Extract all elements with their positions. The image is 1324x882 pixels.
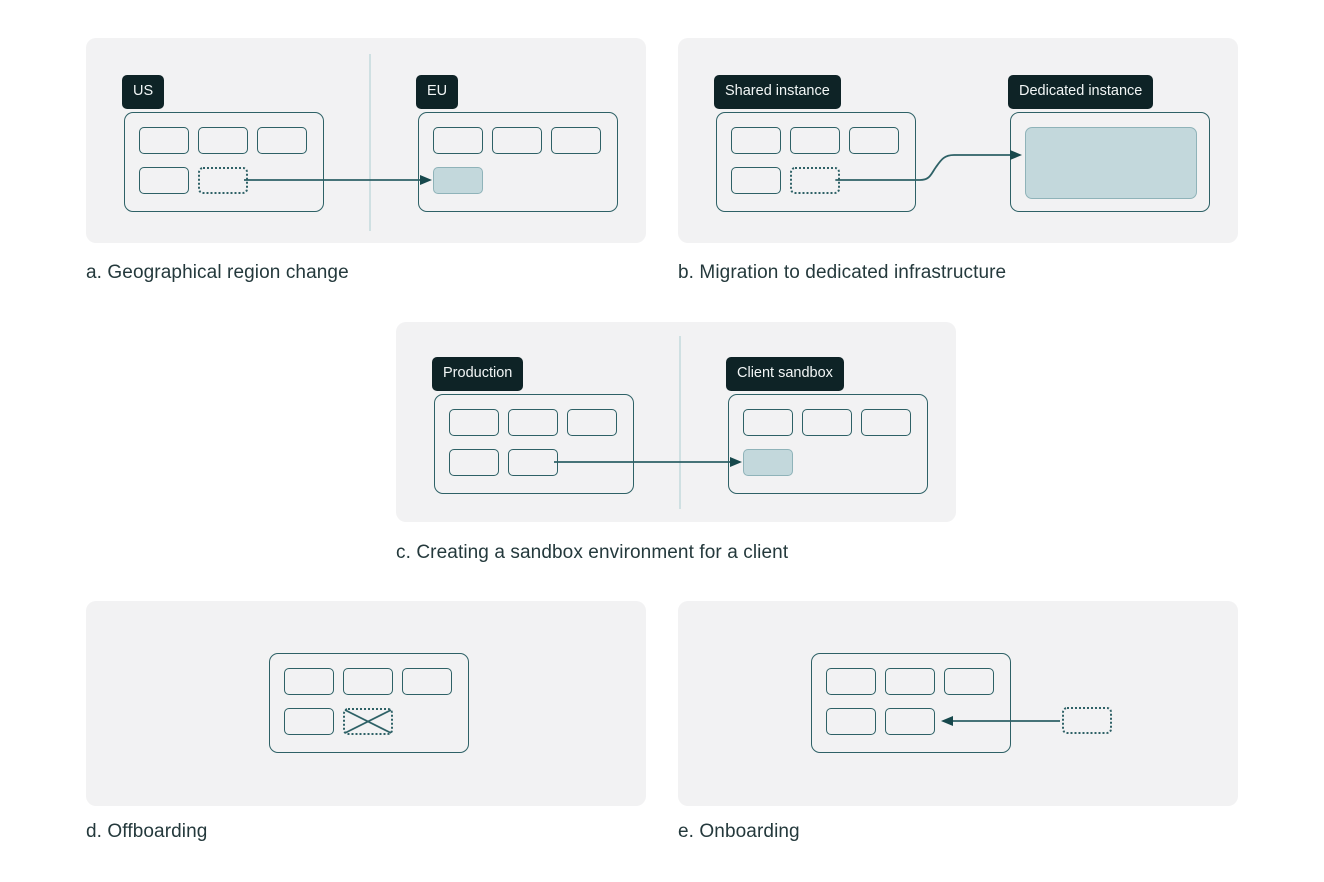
unit-b-l-3	[849, 127, 899, 154]
unit-e-2	[885, 668, 935, 695]
badge-shared-instance: Shared instance	[714, 75, 841, 109]
unit-c-r-2	[802, 409, 852, 436]
unit-b-l-2	[790, 127, 840, 154]
badge-production: Production	[432, 357, 524, 391]
unit-a-r-3	[551, 127, 601, 154]
unit-a-r-1	[433, 127, 483, 154]
badge-eu: EU	[416, 75, 459, 109]
caption-c: c. Creating a sandbox environment for a …	[396, 542, 789, 563]
panel-a: US EU	[86, 38, 646, 243]
panel-e	[678, 601, 1238, 806]
caption-e: e. Onboarding	[678, 821, 800, 842]
group-offboarding	[269, 653, 469, 753]
badge-client-sandbox: Client sandbox	[726, 357, 844, 391]
unit-d-4	[284, 708, 334, 735]
badge-us: US	[122, 75, 165, 109]
caption-a: a. Geographical region change	[86, 262, 349, 283]
group-eu	[418, 112, 618, 212]
unit-c-r-1	[743, 409, 793, 436]
unit-a-l-5-pending	[198, 167, 248, 194]
unit-a-l-1	[139, 127, 189, 154]
unit-d-5-removed	[343, 708, 393, 735]
panel-d	[86, 601, 646, 806]
unit-d-2	[343, 668, 393, 695]
group-shared-instance	[716, 112, 916, 212]
unit-a-l-3	[257, 127, 307, 154]
panel-a-divider	[369, 54, 371, 231]
unit-b-l-1	[731, 127, 781, 154]
unit-c-l-1	[449, 409, 499, 436]
unit-c-l-3	[567, 409, 617, 436]
panel-c: Production Client sandbox	[396, 322, 956, 522]
unit-c-r-3	[861, 409, 911, 436]
unit-a-l-2	[198, 127, 248, 154]
caption-b: b. Migration to dedicated infrastructure	[678, 262, 1007, 283]
unit-e-3	[944, 668, 994, 695]
unit-e-4	[826, 708, 876, 735]
group-client-sandbox	[728, 394, 928, 494]
group-us	[124, 112, 324, 212]
unit-b-l-5-pending	[790, 167, 840, 194]
unit-c-r-4-cloned	[743, 449, 793, 476]
unit-c-l-2	[508, 409, 558, 436]
group-dedicated-instance	[1010, 112, 1210, 212]
caption-d: d. Offboarding	[86, 821, 208, 842]
unit-b-r-dedicated	[1025, 127, 1197, 199]
unit-a-r-4-migrated	[433, 167, 483, 194]
group-production	[434, 394, 634, 494]
unit-a-l-4	[139, 167, 189, 194]
unit-e-1	[826, 668, 876, 695]
panel-b: Shared instance Dedicated instance	[678, 38, 1238, 243]
unit-a-r-2	[492, 127, 542, 154]
unit-e-5-target	[885, 708, 935, 735]
unit-d-1	[284, 668, 334, 695]
unit-c-l-4	[449, 449, 499, 476]
group-onboarding	[811, 653, 1011, 753]
unit-e-external-new	[1062, 707, 1112, 734]
badge-dedicated-instance: Dedicated instance	[1008, 75, 1154, 109]
unit-d-3	[402, 668, 452, 695]
unit-c-l-5-source	[508, 449, 558, 476]
panel-c-divider	[679, 336, 681, 509]
unit-b-l-4	[731, 167, 781, 194]
